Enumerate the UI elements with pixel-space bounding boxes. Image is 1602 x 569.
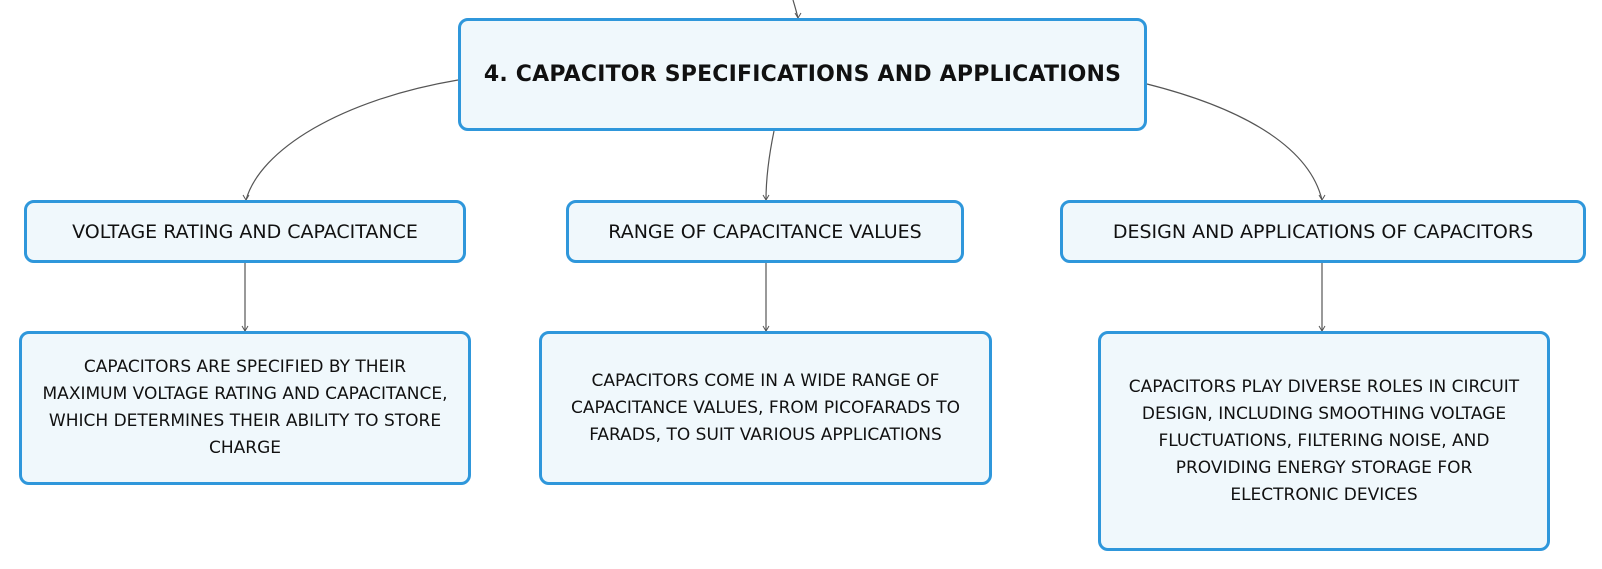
- root-topic-node[interactable]: 4. CAPACITOR SPECIFICATIONS AND APPLICAT…: [458, 18, 1147, 131]
- detail-node-capacitance-range[interactable]: CAPACITORS COME IN A WIDE RANGE OF CAPAC…: [539, 331, 992, 485]
- detail-text: CAPACITORS COME IN A WIDE RANGE OF CAPAC…: [570, 370, 961, 445]
- connector-root-to-branch-3: [1146, 83, 1323, 201]
- branch-label: RANGE OF CAPACITANCE VALUES: [608, 220, 922, 243]
- detail-text: CAPACITORS ARE SPECIFIED BY THEIR MAXIMU…: [42, 357, 448, 458]
- detail-node-voltage-rating[interactable]: CAPACITORS ARE SPECIFIED BY THEIR MAXIMU…: [19, 331, 471, 485]
- connector-root-to-branch-1: [245, 79, 459, 201]
- branch-node-capacitance-range[interactable]: RANGE OF CAPACITANCE VALUES: [566, 200, 964, 263]
- branch-node-voltage-rating[interactable]: VOLTAGE RATING AND CAPACITANCE: [24, 200, 466, 263]
- branch-node-design-applications[interactable]: DESIGN AND APPLICATIONS OF CAPACITORS: [1060, 200, 1586, 263]
- branch-label: DESIGN AND APPLICATIONS OF CAPACITORS: [1112, 220, 1534, 243]
- detail-text: CAPACITORS PLAY DIVERSE ROLES IN CIRCUIT…: [1128, 376, 1520, 505]
- connector-root-to-branch-2: [765, 130, 775, 201]
- branch-label: VOLTAGE RATING AND CAPACITANCE: [72, 220, 418, 243]
- root-topic-label: 4. CAPACITOR SPECIFICATIONS AND APPLICAT…: [483, 62, 1122, 87]
- detail-node-design-applications[interactable]: CAPACITORS PLAY DIVERSE ROLES IN CIRCUIT…: [1098, 331, 1550, 551]
- incoming-connector: [792, 0, 799, 19]
